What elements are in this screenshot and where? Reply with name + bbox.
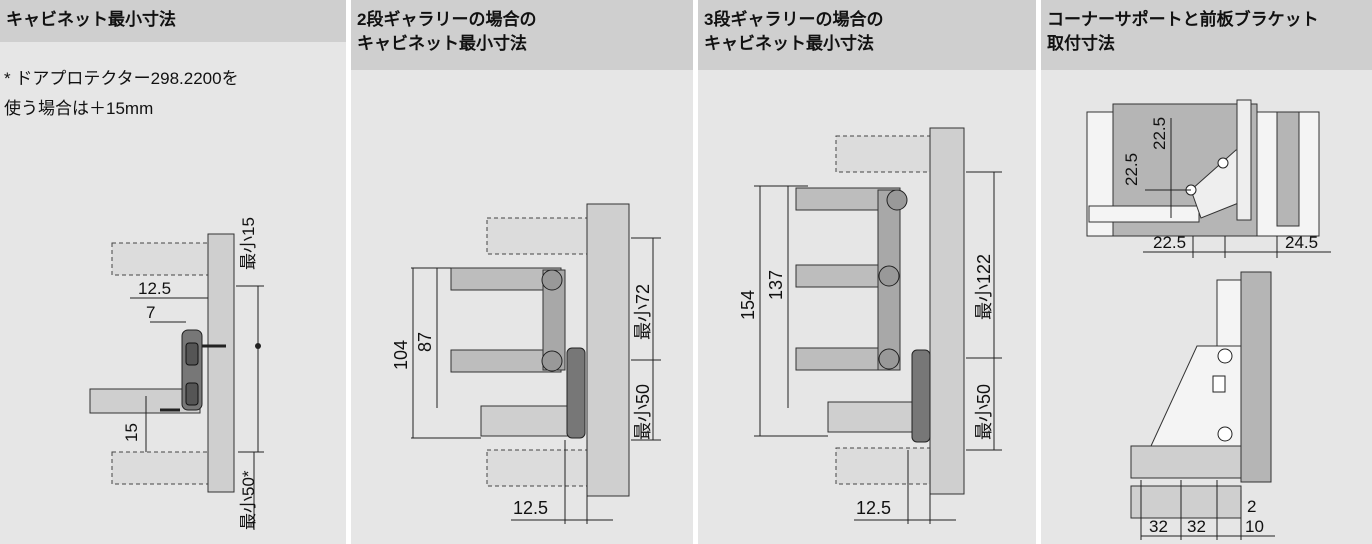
panel-title-line: 3段ギャラリーの場合の [704, 10, 884, 29]
dim-label: 87 [415, 332, 435, 352]
dim-label: 最小15 [239, 217, 258, 270]
screw-hole [1217, 157, 1229, 169]
gallery-rail [827, 401, 921, 433]
dim-label: 最小50 [974, 384, 994, 440]
post-joint [541, 269, 563, 291]
screw-hole [1217, 426, 1233, 442]
dim-label: 32 [1187, 517, 1206, 536]
note-line: 使う場合は＋15mm [4, 99, 154, 118]
dim-label: 15 [122, 423, 141, 442]
dim-label: 12.5 [513, 498, 548, 518]
dim-label: 最小72 [633, 284, 653, 340]
dim-label: 137 [766, 270, 786, 300]
cabinet-side-wall [207, 233, 235, 493]
dim-label: 104 [391, 340, 411, 370]
dim-label: 154 [738, 290, 758, 320]
shelf-outline [111, 451, 209, 485]
panel-title-line: キャビネット最小寸法 [704, 34, 874, 53]
cabinet-side-wall [929, 127, 965, 495]
dim-label: 最小50* [239, 470, 258, 530]
post-joint [878, 265, 900, 287]
panel-note: * ドアプロテクター298.2200を 使う場合は＋15mm [4, 64, 239, 124]
bracket-part [185, 342, 199, 366]
bracket [566, 347, 586, 439]
panel-header: 3段ギャラリーの場合の キャビネット最小寸法 [698, 0, 1036, 70]
dim-label: 10 [1245, 517, 1264, 536]
cabinet-side-wall [586, 203, 630, 497]
panel-corner-support: コーナーサポートと前板ブラケット 取付寸法 22.5 24.5 22.5 22.… [1041, 0, 1372, 544]
bracket-part [185, 382, 199, 406]
mount-slot [1212, 375, 1226, 393]
dim-label: 22.5 [1150, 117, 1169, 150]
dim-label: 最小50 [633, 384, 653, 440]
screw-hole [1217, 348, 1233, 364]
gallery-rail [480, 405, 578, 437]
two-tier-drawing: 104 87 最小72 最小50 12.5 [391, 203, 661, 524]
panel-title-line: キャビネット最小寸法 [357, 34, 527, 53]
bracket [911, 349, 931, 443]
dim-label: 12.5 [856, 498, 891, 518]
post-joint [541, 350, 563, 372]
panel-title-line: キャビネット最小寸法 [6, 10, 176, 29]
panel-title-line: 取付寸法 [1047, 34, 1115, 53]
dim-label: 22.5 [1122, 153, 1141, 186]
panel-header: 2段ギャラリーの場合の キャビネット最小寸法 [351, 0, 693, 70]
post [1236, 99, 1252, 221]
dim-label: 12.5 [138, 279, 171, 298]
panel-title-line: 2段ギャラリーの場合の [357, 10, 537, 29]
shelf-outline [486, 449, 588, 487]
dim-label: 2 [1247, 497, 1256, 516]
dim-label: 7 [146, 303, 155, 322]
shelf-outline [486, 217, 588, 255]
post-joint [886, 189, 908, 211]
panel-title-line: コーナーサポートと前板ブラケット [1047, 10, 1319, 29]
shelf-outline [835, 447, 931, 485]
side-panel [1276, 111, 1300, 227]
front-panel [1240, 271, 1272, 483]
dim-label: 32 [1149, 517, 1168, 536]
dim-dot [255, 343, 261, 349]
panel-two-tier: 2段ギャラリーの場合の キャビネット最小寸法 104 [351, 0, 693, 544]
three-tier-drawing: 154 137 最小122 最小50 12.5 [738, 127, 1002, 524]
panel-header: キャビネット最小寸法 [0, 0, 346, 42]
panel-three-tier: 3段ギャラリーの場合の キャビネット最小寸法 [698, 0, 1036, 544]
rail [1088, 205, 1200, 223]
dim-label: 最小122 [974, 254, 994, 320]
panel-header: コーナーサポートと前板ブラケット 取付寸法 [1041, 0, 1372, 70]
dim-label: 24.5 [1285, 233, 1318, 252]
corner-support-drawing: 22.5 24.5 22.5 22.5 32 32 2 10 [1086, 99, 1331, 540]
shelf-outline [111, 242, 209, 276]
dim-label: 22.5 [1153, 233, 1186, 252]
shelf-outline [835, 135, 931, 173]
note-line: * ドアプロテクター298.2200を [4, 69, 239, 88]
shelf [1130, 485, 1242, 519]
cabinet-min-drawing: 12.5 7 15 最小15 最小50* [89, 217, 264, 530]
shelf [1130, 445, 1242, 479]
panel-cabinet-min: キャビネット最小寸法 * ドアプロテクター298.2200を 使う場合は＋15m… [0, 0, 346, 544]
post-joint [878, 348, 900, 370]
